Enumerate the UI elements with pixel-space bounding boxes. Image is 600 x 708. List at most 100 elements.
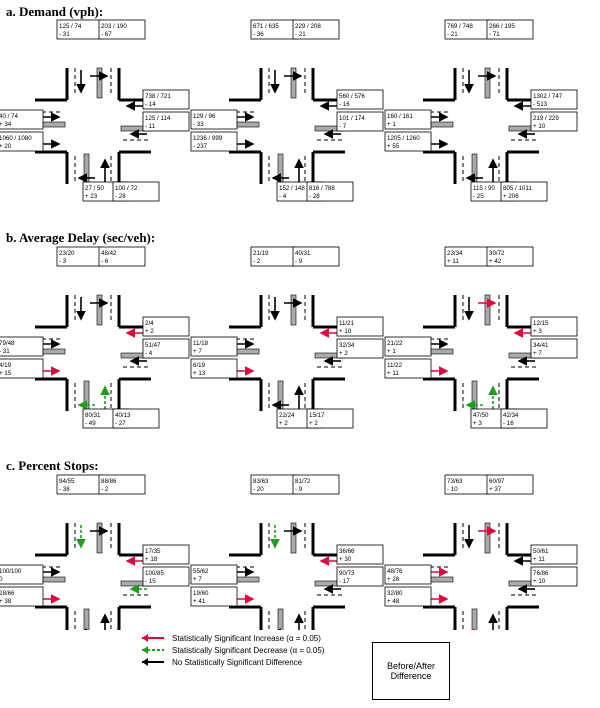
- s0-i2-n2-box: [486, 19, 534, 40]
- s1-i2-e1-box: [530, 316, 578, 337]
- before-after-line2: Difference: [390, 671, 432, 681]
- s2-i0-median-s: [83, 608, 90, 630]
- red-arrow-icon: [142, 634, 164, 642]
- s0-i2-w2-box: [384, 131, 432, 152]
- s2-i1-n1-before-after: 83/63: [253, 478, 269, 485]
- s2-i2-n2-before-after: 60/97: [489, 478, 505, 485]
- s2-i2-e1-box: [530, 544, 578, 565]
- s1-i0-n2-difference: - 6: [101, 258, 109, 265]
- s0-i0-e1-box: [142, 89, 190, 110]
- s0-i1-e1-before-after: 560 / 576: [339, 93, 365, 100]
- s2-i1-e2-box: [336, 566, 384, 587]
- legend-increase-label: Statistically Significant Increase (α = …: [172, 633, 321, 643]
- s1-i1-s2-difference: + 2: [309, 420, 318, 427]
- s0-i0-median-s: [83, 153, 90, 185]
- s1-i1-s1-before-after: 22/24: [279, 412, 295, 419]
- s1-i1-median-n: [290, 294, 297, 326]
- s1-i1-w2-before-after: 6/19: [193, 362, 206, 369]
- s2-i1-w1-difference: + 7: [193, 576, 202, 583]
- s1-i2-e2-before-after: 34/41: [533, 342, 549, 349]
- s0-i2-s2-difference: + 206: [503, 193, 519, 200]
- s0-i1-w1-box: [190, 109, 238, 130]
- s1-i2-e1-difference: + 3: [533, 328, 542, 335]
- s2-i2-w2-before-after: 32/80: [387, 590, 403, 597]
- s1-i1-e2-difference: + 2: [339, 350, 348, 357]
- s1-i1-s1-difference: + 2: [279, 420, 288, 427]
- s1-i1-e1-before-after: 11/21: [339, 320, 355, 327]
- s1-i2-s1-difference: + 3: [473, 420, 482, 427]
- legend-decrease: Statistically Significant Decrease (α = …: [140, 644, 460, 656]
- s1-i0-w2-before-after: 4/19: [0, 362, 12, 369]
- s1-i1-e1-box: [336, 316, 384, 337]
- s0-i0-w2-before-after: 1060 / 1080: [0, 135, 32, 142]
- s1-i0-e2-before-after: 51/47: [145, 342, 161, 349]
- s0-i2-e2-box: [530, 111, 578, 132]
- s0-i0-w1-box: [0, 109, 44, 130]
- s1-i2-n2-before-after: 30/72: [489, 250, 505, 257]
- s2-i1-w2-before-after: 19/60: [193, 590, 209, 597]
- s0-i2-s1-before-after: 115 / 90: [473, 185, 495, 192]
- s2-i1-e1-before-after: 36/66: [339, 548, 355, 555]
- s2-i2-e2-difference: + 10: [533, 578, 546, 585]
- s0-i2-s1-difference: - 25: [473, 193, 484, 200]
- s2-i0-e1-box: [142, 544, 190, 565]
- s0-i2-s2-box: [500, 181, 548, 202]
- s1-i1-median-s: [277, 380, 284, 412]
- s1-i0-n1-before-after: 23/20: [59, 250, 75, 257]
- s2-i1-w2-difference: + 41: [193, 598, 206, 605]
- green-arrow-icon: [142, 646, 164, 654]
- s0-i2-e2-difference: + 10: [533, 123, 546, 130]
- s2-i1-e1-box: [336, 544, 384, 565]
- s1-i0-w2-box: [0, 358, 44, 379]
- s1-i2-w1-box: [384, 336, 432, 357]
- s0-i1-median-s: [277, 153, 284, 185]
- s0-i2-e1-before-after: 1302 / 747: [533, 93, 563, 100]
- s0-i0-w1-difference: + 34: [0, 121, 12, 128]
- s2-i2-w1-before-after: 48/76: [387, 568, 403, 575]
- s1-i2-w2-box: [384, 358, 432, 379]
- s0-i1-n2-difference: - 21: [295, 31, 306, 38]
- s2-i0-w2-difference: + 38: [0, 598, 12, 605]
- s0-i0-e2-box: [142, 111, 190, 132]
- s0-i1-s2-difference: - 28: [309, 193, 320, 200]
- s0-i0-s1-difference: + 23: [85, 193, 98, 200]
- s1-i0-w1-before-after: 79/48: [0, 340, 15, 347]
- s1-i2-s2-before-after: 42/34: [503, 412, 519, 419]
- s2-i1-e2-difference: - 17: [339, 578, 350, 585]
- s2-i0-n2-difference: - 2: [101, 486, 109, 493]
- s2-i2-e1-before-after: 50/61: [533, 548, 549, 555]
- s0-i0-s2-difference: - 28: [115, 193, 126, 200]
- s0-i1-s2-before-after: 816 / 788: [309, 185, 335, 192]
- s1-i1-w2-difference: + 13: [193, 370, 206, 377]
- legend: Statistically Significant Increase (α = …: [140, 632, 460, 668]
- s0-i1-w1-difference: - 33: [193, 121, 204, 128]
- s0-i1-median-n: [290, 67, 297, 99]
- s2-i0-n1-difference: - 38: [59, 486, 70, 493]
- s2-i2-median-n: [484, 522, 491, 554]
- s1-i1-e2-before-after: 32/34: [339, 342, 355, 349]
- s1-i2-e2-box: [530, 338, 578, 359]
- s1-i0-e2-box: [142, 338, 190, 359]
- s0-i1-e2-difference: - 7: [339, 123, 347, 130]
- s1-i1-s2-before-after: 15/17: [309, 412, 325, 419]
- s0-i1-n2-box: [292, 19, 340, 40]
- s2-i0-e2-difference: - 15: [145, 578, 156, 585]
- s2-i2-w1-box: [384, 564, 432, 585]
- s1-i2-n2-difference: + 42: [489, 258, 502, 265]
- s0-i2-n1-before-after: 769 / 748: [447, 23, 473, 30]
- s2-i0-n2-box: [98, 474, 146, 495]
- s0-i2-n1-difference: - 21: [447, 31, 458, 38]
- section-title-stops: c. Percent Stops:: [6, 458, 99, 473]
- section-title-delay: b. Average Delay (sec/veh):: [6, 230, 156, 245]
- s0-i2-e1-box: [530, 89, 578, 110]
- s0-i2-n2-before-after: 266 / 195: [489, 23, 515, 30]
- s2-i1-n1-difference: - 20: [253, 486, 264, 493]
- s2-i0-n2-before-after: 88/86: [101, 478, 117, 485]
- s2-i2-w1-difference: + 28: [387, 576, 400, 583]
- s1-i2-median-n: [484, 294, 491, 326]
- s0-i0-n1-before-after: 125 / 74: [59, 23, 82, 30]
- s0-i1-w2-box: [190, 131, 238, 152]
- s1-i0-n2-before-after: 48/42: [101, 250, 117, 257]
- s0-i0-n2-difference: - 67: [101, 31, 112, 38]
- s2-i0-e2-box: [142, 566, 190, 587]
